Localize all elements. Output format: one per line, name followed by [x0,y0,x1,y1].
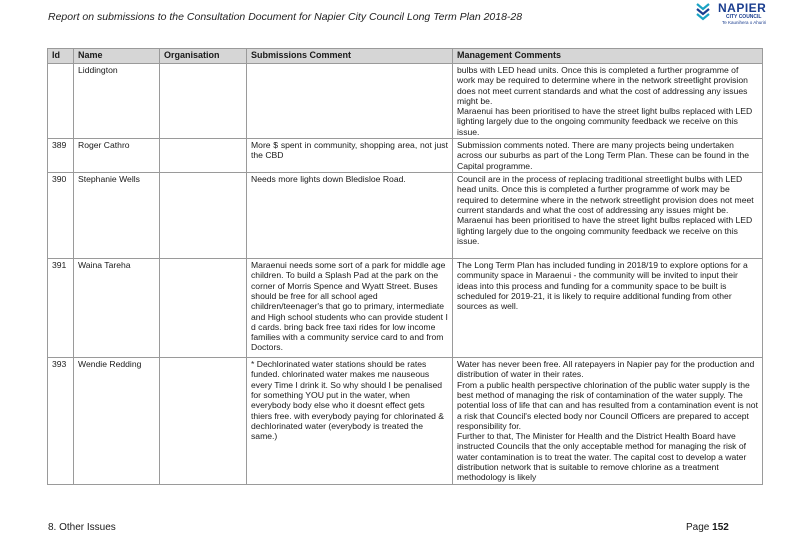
column-header-submissions-comment: Submissions Comment [246,48,453,64]
page-header-title: Report on submissions to the Consultatio… [48,11,523,23]
cell-submission [246,62,453,140]
cell-submission: Needs more lights down Bledisloe Road. [246,172,453,260]
cell-submission: More $ spent in community, shopping area… [246,138,453,174]
cell-id: 390 [47,172,74,260]
column-header-organisation: Organisation [159,48,247,64]
cell-organisation [159,62,247,140]
cell-management: Submission comments noted. There are man… [452,138,763,174]
cell-name: Liddington [73,62,160,140]
cell-id: 389 [47,138,74,174]
management-paragraph: Water has never been free. All ratepayer… [457,359,755,380]
cell-name: Stephanie Wells [73,172,160,260]
management-paragraph: bulbs with LED head units. Once this is … [457,65,748,106]
table-row: 391 Waina Tareha Maraenui needs some sor… [47,258,763,359]
column-header-name: Name [73,48,160,64]
management-paragraph: Maraenui has been prioritised to have th… [457,106,753,137]
table-row: 390 Stephanie Wells Needs more lights do… [47,172,763,260]
management-paragraph: Further to that, The Minister for Health… [457,431,747,483]
cell-id: 391 [47,258,74,359]
cell-id: 393 [47,357,74,485]
logo-subtitle: CITY COUNCIL [726,14,762,20]
cell-submission: Maraenui needs some sort of a park for m… [246,258,453,359]
footer-section: 8. Other Issues [48,522,116,533]
cell-management: bulbs with LED head units. Once this is … [452,62,763,140]
table-row: 393 Wendie Redding * Dechlorinated water… [47,357,763,485]
cell-management: Council are in the process of replacing … [452,172,763,260]
submissions-table: Id Name Organisation Submissions Comment… [47,48,763,485]
footer-page-label: Page [686,522,710,533]
management-paragraph: Council are in the process of replacing … [457,174,754,215]
column-header-id: Id [47,48,74,64]
column-header-management-comments: Management Comments [452,48,763,64]
cell-organisation [159,138,247,174]
cell-management: The Long Term Plan has included funding … [452,258,763,359]
management-paragraph: The Long Term Plan has included funding … [457,260,748,312]
table-row: Liddington bulbs with LED head units. On… [47,62,763,140]
footer-page-number: 152 [712,522,729,533]
management-paragraph: Submission comments noted. There are man… [457,140,750,171]
logo-name: NAPIER [718,1,767,15]
cell-name: Waina Tareha [73,258,160,359]
cell-organisation [159,172,247,260]
management-paragraph: From a public health perspective chlorin… [457,379,758,431]
table-row: 389 Roger Cathro More $ spent in communi… [47,138,763,174]
table-header-row: Id Name Organisation Submissions Comment… [47,48,763,64]
cell-id [47,62,74,140]
footer-page: Page 152 [686,522,729,533]
cell-management: Water has never been free. All ratepayer… [452,357,763,485]
cell-organisation [159,357,247,485]
cell-name: Roger Cathro [73,138,160,174]
cell-name: Wendie Redding [73,357,160,485]
napier-logo-icon [696,3,710,21]
management-paragraph: Maraenui has been prioritised to have th… [457,215,753,246]
cell-submission: * Dechlorinated water stations should be… [246,357,453,485]
logo-subtitle-maori: Te Kaunihera o Ahuriri [722,20,767,25]
cell-organisation [159,258,247,359]
